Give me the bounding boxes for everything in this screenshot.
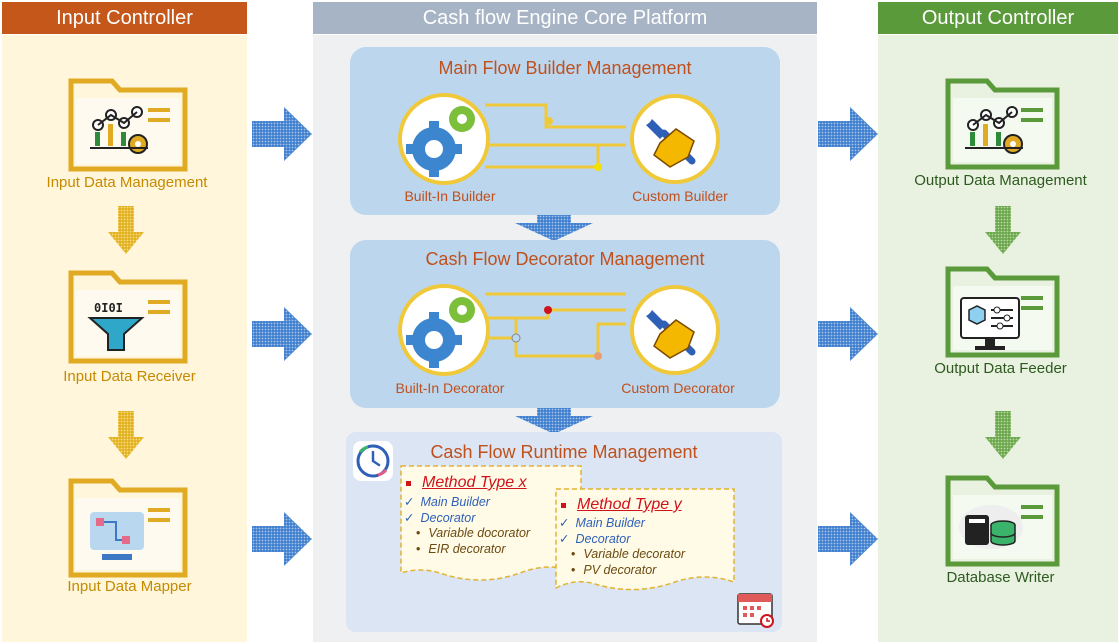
input-down-arrow-2 [108, 411, 144, 459]
core-to-output-arrow-3 [818, 512, 878, 566]
main-flow-builder-title: Main Flow Builder Management [438, 58, 692, 78]
database-writer-icon [945, 475, 1060, 567]
decorator-management-box: Cash Flow Decorator Management Built-In … [350, 240, 780, 408]
method-y-variable-decorator: •Variable decorator [571, 547, 686, 561]
gears-icon [398, 93, 490, 185]
input-data-management-label: Input Data Management [46, 174, 208, 191]
calendar-icon [737, 593, 774, 628]
decorator-connector-lines [485, 292, 626, 360]
method-x-decorator: ✓Decorator [404, 511, 476, 525]
input-data-mapper-label: Input Data Mapper [67, 578, 192, 595]
method-y-title: Method Type y [577, 496, 682, 513]
input-to-core-arrow-3 [252, 512, 312, 566]
runtime-management-title: Cash Flow Runtime Management [430, 442, 698, 462]
method-x-eir-decorator: •EIR decorator [416, 542, 506, 556]
method-x-main-builder: ✓Main Builder [404, 495, 490, 509]
wrench-hand-icon [630, 285, 720, 375]
core-platform-header: Cash flow Engine Core Platform [313, 2, 817, 34]
output-data-management-label: Output Data Management [914, 172, 1087, 189]
custom-builder-label: Custom Builder [632, 188, 728, 204]
monitor-settings-icon [945, 266, 1060, 358]
input-controller-header: Input Controller [2, 2, 247, 34]
method-y-note-shape [555, 488, 735, 591]
decorator-to-runtime-arrow [515, 408, 593, 434]
method-x-title: Method Type x [422, 474, 527, 491]
built-in-builder-label: Built-In Builder [404, 188, 496, 204]
wrench-hand-icon [630, 94, 720, 184]
output-data-feeder-label: Output Data Feeder [934, 360, 1067, 377]
builder-connector-lines [485, 103, 626, 171]
mapper-icon [68, 478, 188, 578]
builder-to-decorator-arrow [515, 215, 593, 241]
core-to-output-arrow-1 [818, 107, 878, 161]
data-management-icon [68, 78, 188, 172]
method-y-main-builder: ✓Main Builder [559, 516, 645, 530]
input-data-receiver-label: Input Data Receiver [63, 368, 196, 385]
output-down-arrow-1 [985, 206, 1021, 254]
filter-funnel-icon: 0I0I [68, 270, 188, 364]
output-down-arrow-2 [985, 411, 1021, 459]
database-writer-label: Database Writer [946, 569, 1055, 586]
input-to-core-arrow-1 [252, 107, 312, 161]
built-in-decorator-label: Built-In Decorator [395, 380, 505, 396]
method-y-pv-decorator: •PV decorator [571, 563, 657, 577]
method-y-bullet [561, 503, 566, 508]
gears-icon [398, 284, 490, 376]
decorator-management-title: Cash Flow Decorator Management [425, 249, 705, 269]
svg-text:0I0I: 0I0I [94, 301, 123, 315]
method-x-bullet [406, 481, 411, 486]
core-to-output-arrow-2 [818, 307, 878, 361]
input-down-arrow-1 [108, 206, 144, 254]
main-flow-builder-box: Main Flow Builder Management Built-In Bu… [350, 47, 780, 215]
output-controller-header: Output Controller [878, 2, 1118, 34]
method-y-decorator: ✓Decorator [559, 532, 631, 546]
method-x-variable-decorator: •Variable docorator [416, 526, 531, 540]
custom-decorator-label: Custom Decorator [621, 380, 735, 396]
output-data-management-icon [945, 78, 1060, 170]
input-to-core-arrow-2 [252, 307, 312, 361]
clock-icon [353, 441, 393, 481]
